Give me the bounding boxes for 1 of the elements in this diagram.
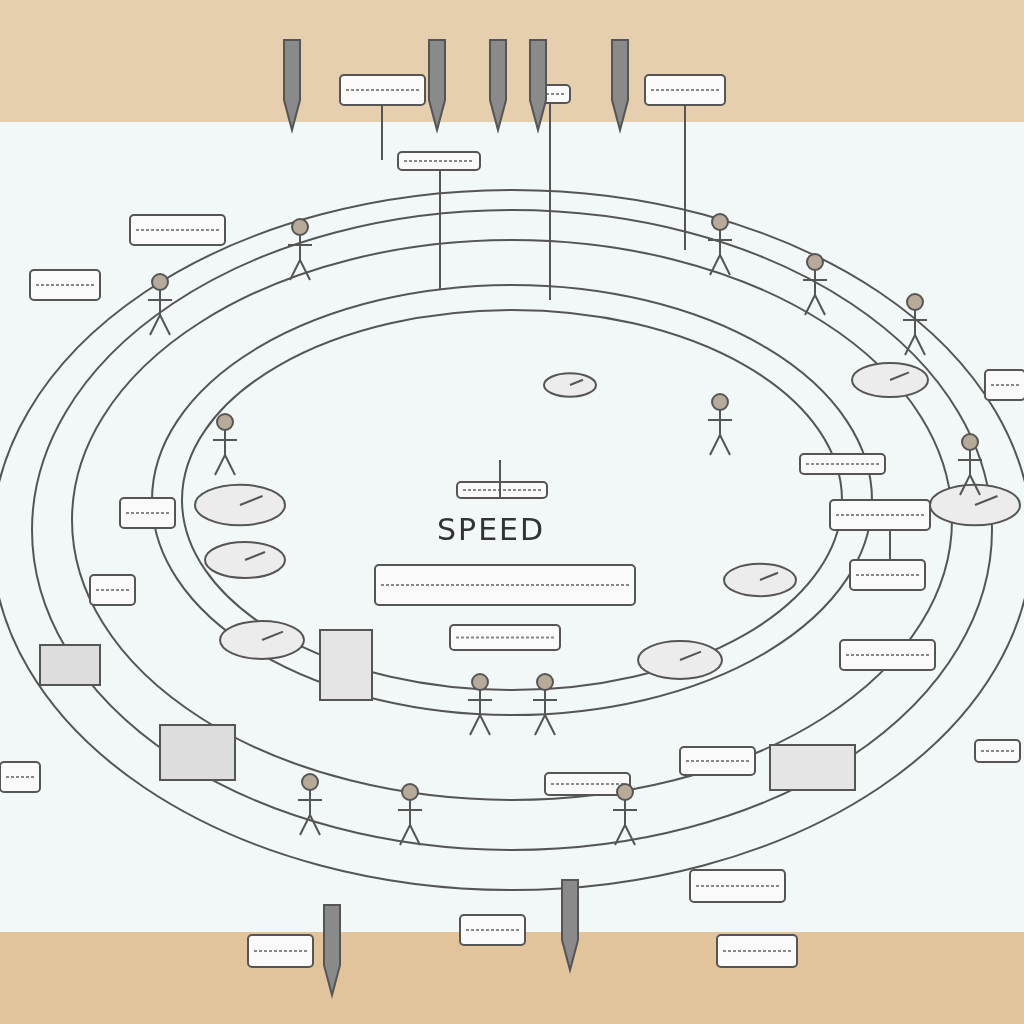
title: SPEED bbox=[437, 512, 546, 547]
